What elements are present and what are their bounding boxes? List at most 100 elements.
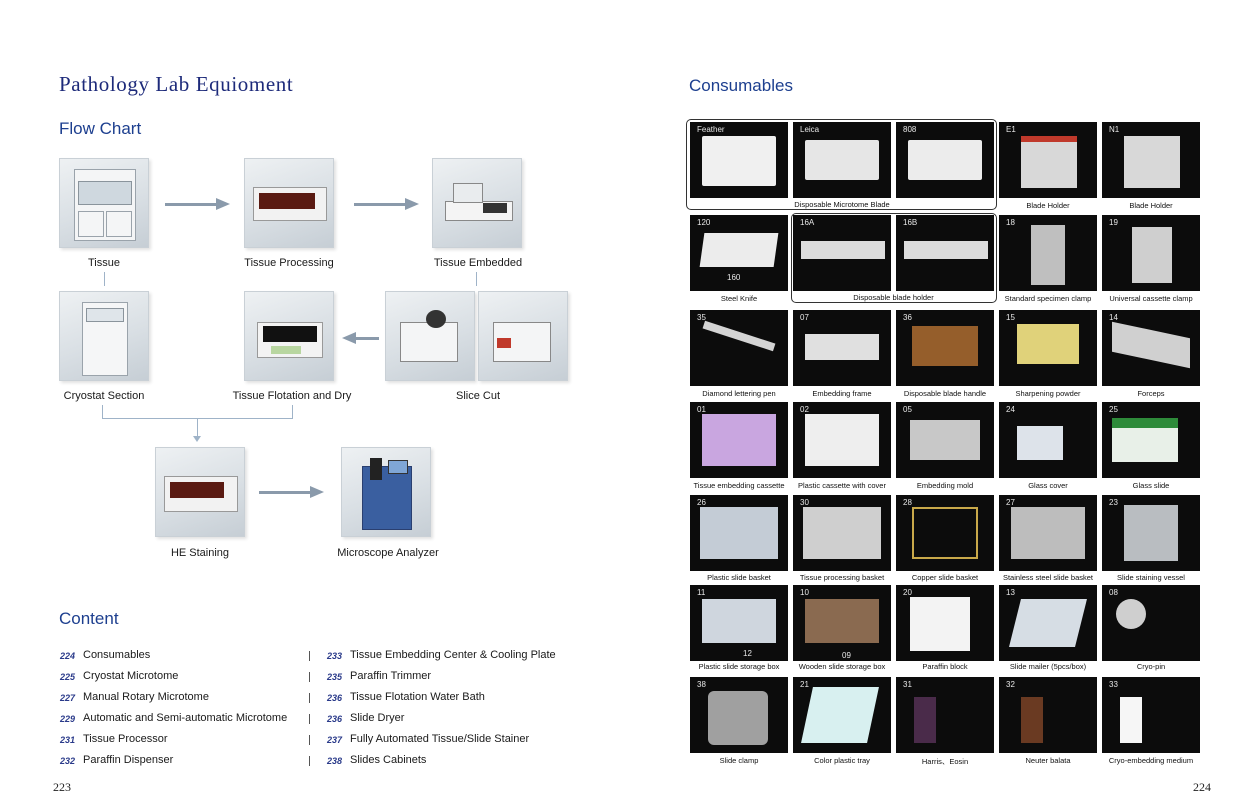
product-code: N1 <box>1109 125 1120 134</box>
product-caption: Stainless steel slide basket <box>1002 573 1094 582</box>
connector <box>476 272 477 286</box>
product-caption: Slide clamp <box>719 756 759 765</box>
product-photo <box>904 241 988 259</box>
content-heading: Content <box>59 609 119 628</box>
page-number-right: 224 <box>1193 780 1211 794</box>
toc-entry[interactable]: Consumables <box>83 649 151 661</box>
toc-entry[interactable]: Tissue Processor <box>83 733 168 745</box>
consumable-tile: 02 <box>793 402 891 478</box>
consumable-tile: 23 <box>1102 495 1200 571</box>
product-caption: Neuter balata <box>1025 756 1071 765</box>
product-photo <box>702 136 776 186</box>
toc-entry[interactable]: Cryostat Microtome <box>83 670 179 682</box>
toc-entry[interactable]: Paraffin Trimmer <box>350 670 432 682</box>
product-code: 20 <box>903 588 912 597</box>
product-code: 09 <box>842 651 851 660</box>
product-code: 19 <box>1109 218 1118 227</box>
toc-page-number: 233 <box>327 651 343 661</box>
consumable-tile: N1 <box>1102 122 1200 198</box>
product-photo <box>1124 505 1178 561</box>
product-photo <box>1021 697 1043 743</box>
product-photo <box>805 140 879 180</box>
product-caption: Paraffin block <box>922 662 968 671</box>
product-code: 02 <box>800 405 809 414</box>
slice-cut-image-2 <box>478 291 568 381</box>
connector <box>292 405 293 419</box>
arrow-head-icon <box>310 486 324 498</box>
product-caption: Wooden slide storage box <box>798 662 886 671</box>
divider <box>309 693 310 703</box>
product-photo <box>801 687 879 743</box>
product-code: 13 <box>1006 588 1015 597</box>
step-label-he-staining: HE Staining <box>170 547 230 559</box>
consumable-tile: 05 <box>896 402 994 478</box>
arrow <box>165 203 217 206</box>
product-photo <box>1031 225 1065 285</box>
consumable-tile: 808 <box>896 122 994 198</box>
divider <box>309 651 310 661</box>
product-photo <box>702 599 776 643</box>
product-code: 35 <box>697 313 706 322</box>
product-photo <box>702 414 776 466</box>
toc-entry[interactable]: Slides Cabinets <box>350 754 427 766</box>
product-code: 32 <box>1006 680 1015 689</box>
consumable-tile: 15 <box>999 310 1097 386</box>
product-code: 21 <box>800 680 809 689</box>
divider <box>309 756 310 766</box>
toc-entry[interactable]: Tissue Flotation Water Bath <box>350 691 485 703</box>
product-code: 23 <box>1109 498 1118 507</box>
toc-entry[interactable]: Fully Automated Tissue/Slide Stainer <box>350 733 530 745</box>
toc-page-number: 238 <box>327 756 343 766</box>
toc-page-number: 232 <box>60 756 76 766</box>
product-photo <box>801 241 885 259</box>
consumable-tile: 120 <box>690 215 788 291</box>
toc-entry[interactable]: Automatic and Semi-automatic Microtome <box>83 712 288 724</box>
step-label-tissue-embedded: Tissue Embedded <box>433 257 523 269</box>
product-caption: Disposable blade handle <box>903 389 987 398</box>
toc-page-number: 227 <box>60 693 76 703</box>
product-code: 14 <box>1109 313 1118 322</box>
consumable-tile: 32 <box>999 677 1097 753</box>
product-photo <box>700 507 778 559</box>
consumable-tile: 20 <box>896 585 994 661</box>
product-photo <box>805 334 879 360</box>
product-caption: Plastic cassette with cover <box>798 481 886 490</box>
step-label-tissue: Tissue <box>88 257 120 269</box>
divider <box>309 672 310 682</box>
product-photo <box>1132 227 1172 283</box>
product-photo <box>1009 599 1087 647</box>
toc-entry[interactable]: Slide Dryer <box>350 712 405 724</box>
product-code: 25 <box>1109 405 1118 414</box>
step-label-tissue-processing: Tissue Processing <box>244 257 334 269</box>
arrow <box>355 337 379 340</box>
page-number-left: 223 <box>53 780 71 794</box>
blade-group-frame <box>686 119 997 210</box>
product-photo <box>805 414 879 466</box>
connector <box>197 418 198 438</box>
toc-page-number: 236 <box>327 714 343 724</box>
product-caption: Embedding mold <box>916 481 974 490</box>
step-label-microscope-analyzer: Microscope Analyzer <box>337 547 439 559</box>
arrow-head-icon <box>342 332 356 344</box>
consumable-tile: 10 <box>793 585 891 661</box>
product-caption: Steel Knife <box>720 294 758 303</box>
tissue-embedded-image <box>432 158 522 248</box>
product-code: 16A <box>800 218 815 227</box>
consumable-tile: E1 <box>999 122 1097 198</box>
tissue-image <box>59 158 149 248</box>
consumable-tile: 14 <box>1102 310 1200 386</box>
toc-entry[interactable]: Tissue Embedding Center & Cooling Plate <box>350 649 556 661</box>
toc-entry[interactable]: Manual Rotary Microtome <box>83 691 209 703</box>
product-photo <box>1112 321 1190 369</box>
product-code: 15 <box>1006 313 1015 322</box>
product-photo <box>1017 324 1079 364</box>
product-photo <box>912 507 978 559</box>
consumable-tile: 31 <box>896 677 994 753</box>
consumable-tile: 19 <box>1102 215 1200 291</box>
group-caption: Disposable Microtome Blade <box>794 200 890 209</box>
product-caption: Glass slide <box>1132 481 1170 490</box>
product-code: 07 <box>800 313 809 322</box>
toc-entry[interactable]: Paraffin Dispenser <box>83 754 174 766</box>
consumable-tile: 25 <box>1102 402 1200 478</box>
toc-page-number: 237 <box>327 735 343 745</box>
